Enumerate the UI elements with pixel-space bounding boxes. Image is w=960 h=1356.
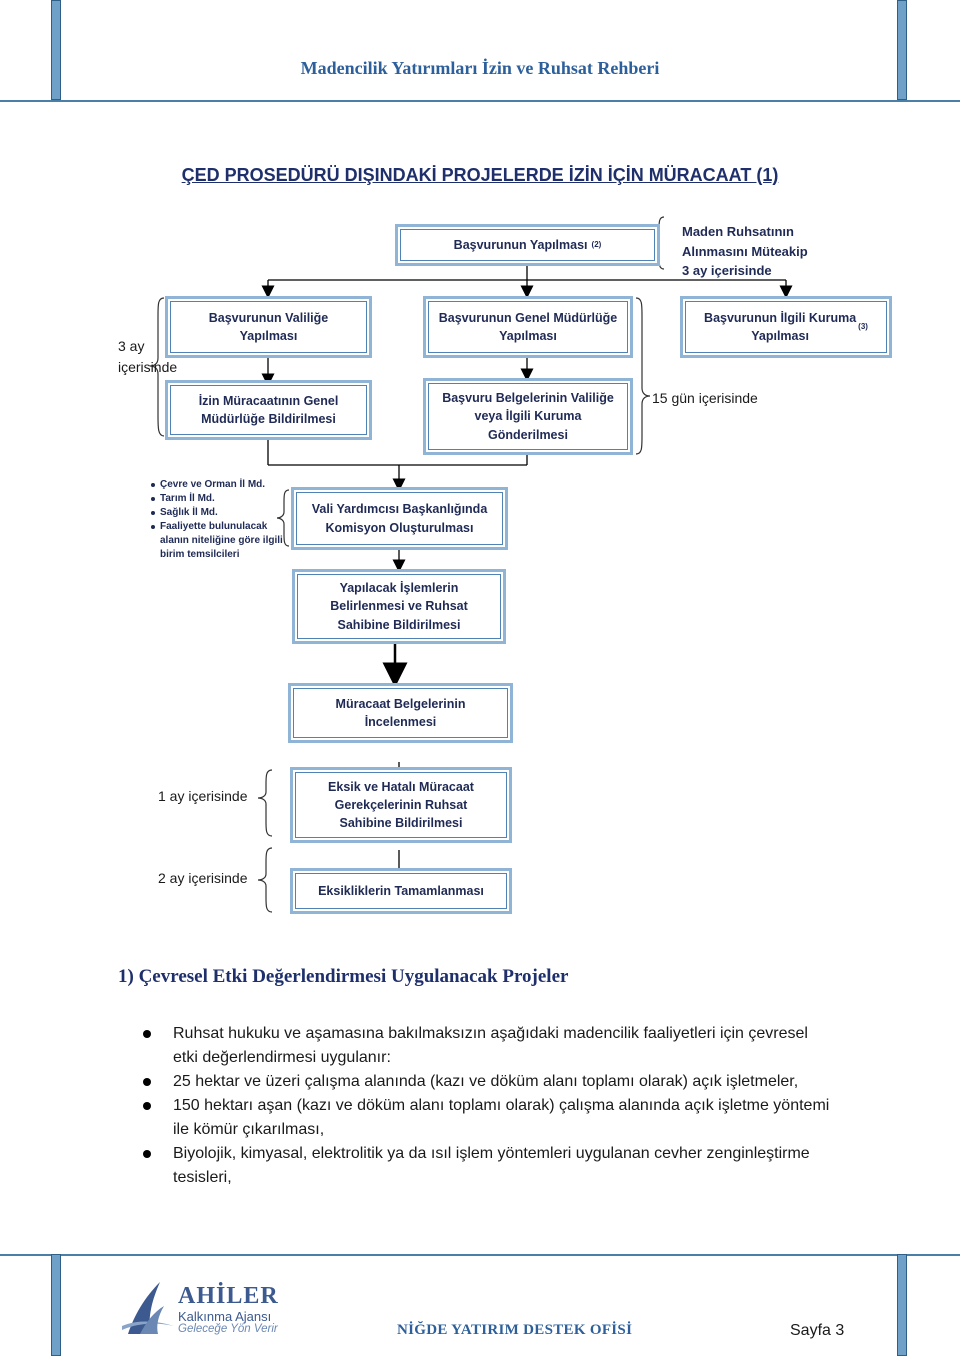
node-deficiency-notice: Eksik ve Hatalı Müracaat Gerekçelerinin …: [290, 767, 512, 843]
ahiler-logo-icon: [122, 1282, 174, 1334]
header-right-bar: [897, 0, 907, 100]
node-deficiency-notice-label: Eksik ve Hatalı Müracaat Gerekçelerinin …: [328, 779, 474, 831]
node-application: Başvurunun Yapılması (2): [395, 224, 660, 266]
logo-subtitle: Kalkınma Ajansı: [178, 1309, 272, 1324]
committee-member: Faaliyette bulunulacak alanın niteliğine…: [150, 520, 290, 562]
footer-left-bar: [51, 1254, 61, 1356]
document-title: ÇED PROSEDÜRÜ DIŞINDAKİ PROJELERDE İZİN …: [181, 165, 779, 185]
node-notify-directorate: İzin Müracaatının Genel Müdürlüğe Bildir…: [165, 380, 372, 440]
node-governorship-label: Başvurunun Valiliğe Yapılması: [208, 310, 329, 343]
node-general-directorate: Başvurunun Genel Müdürlüğe Yapılması: [423, 296, 633, 358]
node-send-documents: Başvuru Belgelerinin Valiliğe veya İlgil…: [423, 378, 633, 455]
node-procedures-label: Yapılacak İşlemlerin Belirlenmesi ve Ruh…: [330, 581, 468, 632]
page-number: Sayfa 3: [790, 1322, 845, 1339]
node-review: Müracaat Belgelerinin İncelenmesi: [288, 683, 513, 743]
node-procedures: Yapılacak İşlemlerin Belirlenmesi ve Ruh…: [292, 569, 506, 644]
list-item: Ruhsat hukuku ve aşamasına bakılmaksızın…: [140, 1022, 830, 1070]
footer-office: NİĞDE YATIRIM DESTEK OFİSİ: [397, 1322, 633, 1338]
header-title: Madencilik Yatırımları İzin ve Ruhsat Re…: [300, 58, 660, 78]
list-item: 150 hektarı aşan (kazı ve döküm alanı to…: [140, 1094, 830, 1142]
node-commission-label: Vali Yardımcısı Başkanlığında Komisyon O…: [311, 502, 488, 535]
node-governorship: Başvurunun Valiliğe Yapılması: [165, 296, 372, 358]
eia-project-list: Ruhsat hukuku ve aşamasına bakılmaksızın…: [140, 1022, 830, 1190]
node-review-label: Müracaat Belgelerinin İncelenmesi: [335, 696, 466, 729]
header-rule: [0, 100, 960, 102]
node-relevant-institution: Başvurunun İlgili Kuruma Yapılması (3): [680, 296, 892, 358]
list-item: Biyolojik, kimyasal, elektrolitik ya da …: [140, 1142, 830, 1190]
node-send-documents-label: Başvuru Belgelerinin Valiliğe veya İlgil…: [442, 391, 614, 442]
node-relevant-institution-label: Başvurunun İlgili Kuruma Yapılması: [704, 310, 857, 343]
committee-member: Sağlık İl Md.: [150, 506, 290, 520]
header-left-bar: [51, 0, 61, 100]
side-note-15-days: 15 gün içerisinde: [652, 390, 758, 406]
side-note-top: Maden Ruhsatının Alınmasını Müteakip 3 a…: [682, 224, 808, 278]
committee-member: Çevre ve Orman İl Md.: [150, 478, 290, 492]
footnote-2: (2): [591, 240, 602, 250]
side-note-3-months: 3 ay içerisinde: [118, 338, 178, 375]
node-notify-directorate-label: İzin Müracaatının Genel Müdürlüğe Bildir…: [198, 393, 339, 426]
committee-member: Tarım İl Md.: [150, 492, 290, 506]
section-heading: 1) Çevresel Etki Değerlendirmesi Uygulan…: [118, 966, 569, 987]
node-completion-label: Eksikliklerin Tamamlanması: [318, 883, 484, 898]
footer-rule: [0, 1254, 960, 1256]
side-note-1-month: 1 ay içerisinde: [158, 788, 248, 804]
footnote-3: (3): [858, 322, 868, 332]
logo-slogan: Geleceğe Yön Verir: [178, 1323, 278, 1335]
node-commission: Vali Yardımcısı Başkanlığında Komisyon O…: [291, 487, 508, 550]
committee-members-list: Çevre ve Orman İl Md. Tarım İl Md. Sağlı…: [150, 478, 290, 562]
side-note-2-months: 2 ay içerisinde: [158, 870, 248, 886]
logo-name: AHİLER: [178, 1283, 279, 1309]
footer-right-bar: [897, 1254, 907, 1356]
list-item: 25 hektar ve üzeri çalışma alanında (kaz…: [140, 1070, 830, 1094]
node-completion: Eksikliklerin Tamamlanması: [290, 868, 512, 914]
node-general-directorate-label: Başvurunun Genel Müdürlüğe Yapılması: [438, 310, 618, 343]
node-application-label: Başvurunun Yapılması: [453, 237, 588, 252]
